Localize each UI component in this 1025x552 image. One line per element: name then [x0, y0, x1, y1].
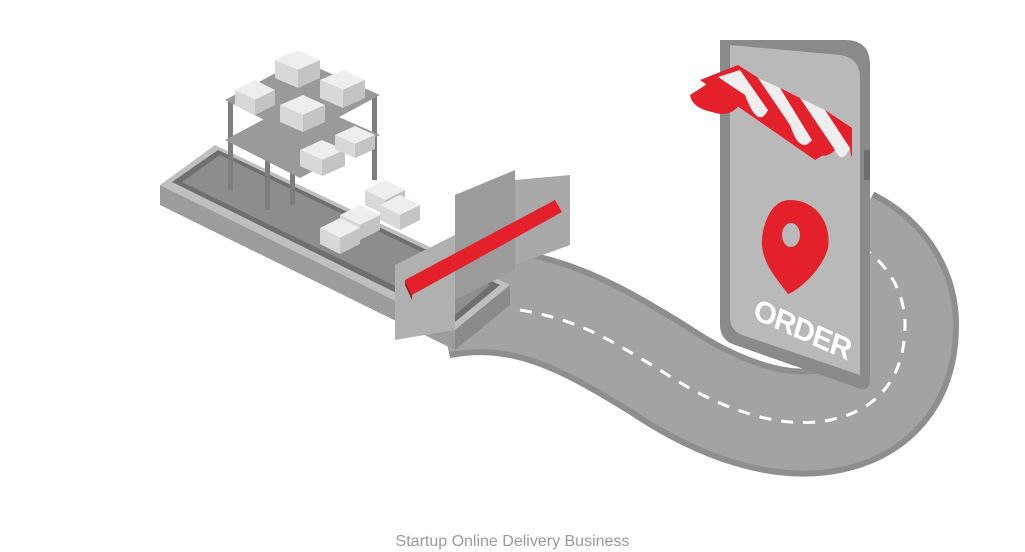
image-caption: Startup Online Delivery Business — [395, 533, 630, 550]
road — [430, 191, 960, 477]
store-awning-icon — [690, 65, 852, 160]
warehouse-gate — [395, 170, 570, 340]
warehouse-shelves-icon — [225, 50, 420, 254]
location-pin-icon — [761, 200, 829, 294]
delivery-illustration: ORDER — [160, 40, 960, 477]
